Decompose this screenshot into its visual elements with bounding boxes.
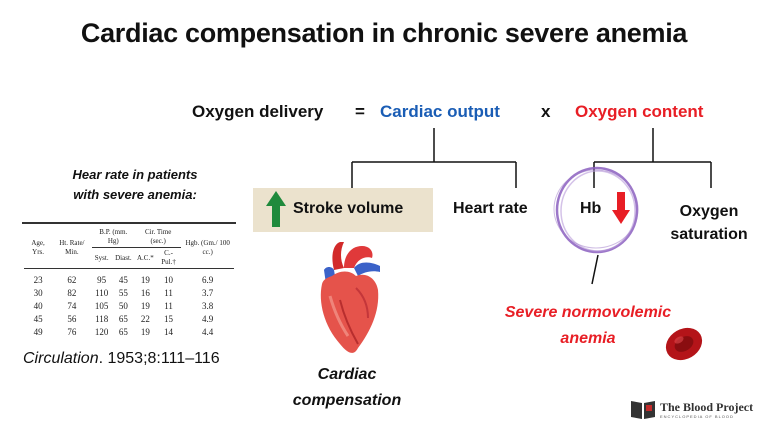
group-bp: B.P. (mm. Hg) <box>91 227 135 248</box>
citation: Circulation. 1953;8:111–116 <box>23 350 220 368</box>
cardiac-compensation-line2: compensation <box>292 392 402 409</box>
cell: 118 <box>95 314 109 324</box>
heart-rate-table: Age, Yrs. Ht. Rate/ Min. B.P. (mm. Hg) C… <box>24 227 234 339</box>
hb-label: Hb <box>580 200 602 217</box>
col-ac: A.C.* <box>135 247 156 269</box>
cell: 50 <box>118 301 128 311</box>
cell: 45 <box>118 275 128 285</box>
oxygen-saturation-label: Oxygen saturation <box>664 200 754 246</box>
cell: 19 <box>140 301 150 311</box>
cell: 3.8 <box>202 301 214 311</box>
table-row: 40 74 105 50 19 11 3.8 <box>24 300 234 313</box>
col-cpul: C.-Pul.† <box>155 247 182 269</box>
table-row: 23 62 95 45 19 10 6.9 <box>24 269 234 288</box>
cell: 65 <box>118 314 128 324</box>
red-blood-cell-icon <box>665 327 703 361</box>
cell: 11 <box>164 301 173 311</box>
cell: 19 <box>140 275 150 285</box>
cell: 65 <box>118 327 128 337</box>
stroke-volume-label: Stroke volume <box>293 200 404 217</box>
col-age: Age, Yrs. <box>24 227 53 269</box>
cell: 22 <box>140 314 150 324</box>
heart-icon <box>320 242 380 353</box>
cell: 49 <box>33 327 43 337</box>
logo-tagline: ENCYCLOPEDIA OF BLOOD <box>660 414 734 419</box>
citation-ref: . 1953;8:111–116 <box>98 350 220 367</box>
cell: 82 <box>67 288 77 298</box>
table-caption: Hear rate in patients with severe anemia… <box>20 165 250 205</box>
cell: 105 <box>94 301 109 311</box>
cell: 6.9 <box>202 275 214 285</box>
equals-sign: = <box>355 102 365 121</box>
table-frame <box>22 222 236 356</box>
table-row: 30 82 110 55 16 11 3.7 <box>24 287 234 300</box>
col-hgb: Hgb. (Gm./ 100 cc.) <box>181 227 234 269</box>
cell: 55 <box>118 288 128 298</box>
up-arrow-icon <box>266 191 286 227</box>
logo-name: The Blood Project <box>660 400 754 414</box>
oxygen-delivery-label: Oxygen delivery <box>192 102 324 121</box>
cell: 74 <box>67 301 77 311</box>
cell: 110 <box>95 288 109 298</box>
cell: 76 <box>67 327 77 337</box>
col-heart-rate: Ht. Rate/ Min. <box>52 227 92 269</box>
anemia-label: Severe normovolemic anemia <box>488 300 688 352</box>
times-sign: x <box>541 102 551 121</box>
table-row: 49 76 120 65 19 14 4.4 <box>24 326 234 339</box>
oxygen-saturation-line2: saturation <box>670 226 748 243</box>
col-syst: Syst. <box>91 247 112 269</box>
cell: 23 <box>33 275 43 285</box>
cell: 19 <box>140 327 150 337</box>
cell: 16 <box>140 288 150 298</box>
cardiac-output-label: Cardiac output <box>380 102 500 121</box>
cell: 56 <box>67 314 77 324</box>
cell: 4.4 <box>202 327 214 337</box>
anemia-line1: Severe normovolemic <box>504 304 672 321</box>
cell: 15 <box>164 314 174 324</box>
book-logo-icon <box>631 401 655 419</box>
table-caption-line2: with severe anemia: <box>73 187 197 202</box>
cell: 14 <box>164 327 174 337</box>
cell: 10 <box>164 275 174 285</box>
down-arrow-icon <box>612 192 630 224</box>
page-title: Cardiac compensation in chronic severe a… <box>80 18 688 48</box>
cell: 95 <box>97 275 107 285</box>
citation-journal: Circulation <box>23 350 99 367</box>
table-caption-line1: Hear rate in patients <box>72 167 198 182</box>
cell: 62 <box>67 275 77 285</box>
cell: 4.9 <box>202 314 214 324</box>
oxygen-saturation-line1: Oxygen <box>679 203 739 220</box>
cell: 120 <box>94 327 109 337</box>
col-diast: Diast. <box>111 247 135 269</box>
hb-circle-icon <box>553 166 639 254</box>
cell: 45 <box>33 314 43 324</box>
table-row: 45 56 118 65 22 15 4.9 <box>24 313 234 326</box>
heart-rate-label: Heart rate <box>453 200 528 217</box>
cardiac-compensation-line1: Cardiac <box>317 366 377 383</box>
oxygen-content-label: Oxygen content <box>575 102 704 121</box>
cell: 30 <box>33 288 43 298</box>
group-cir-time: Cir. Time (sec.) <box>135 227 182 248</box>
cell: 3.7 <box>202 288 214 298</box>
stroke-volume-box <box>253 188 433 232</box>
cell: 40 <box>33 301 43 311</box>
cell: 11 <box>164 288 173 298</box>
cardiac-compensation-label: Cardiac compensation <box>292 362 402 414</box>
anemia-line2: anemia <box>560 330 616 347</box>
